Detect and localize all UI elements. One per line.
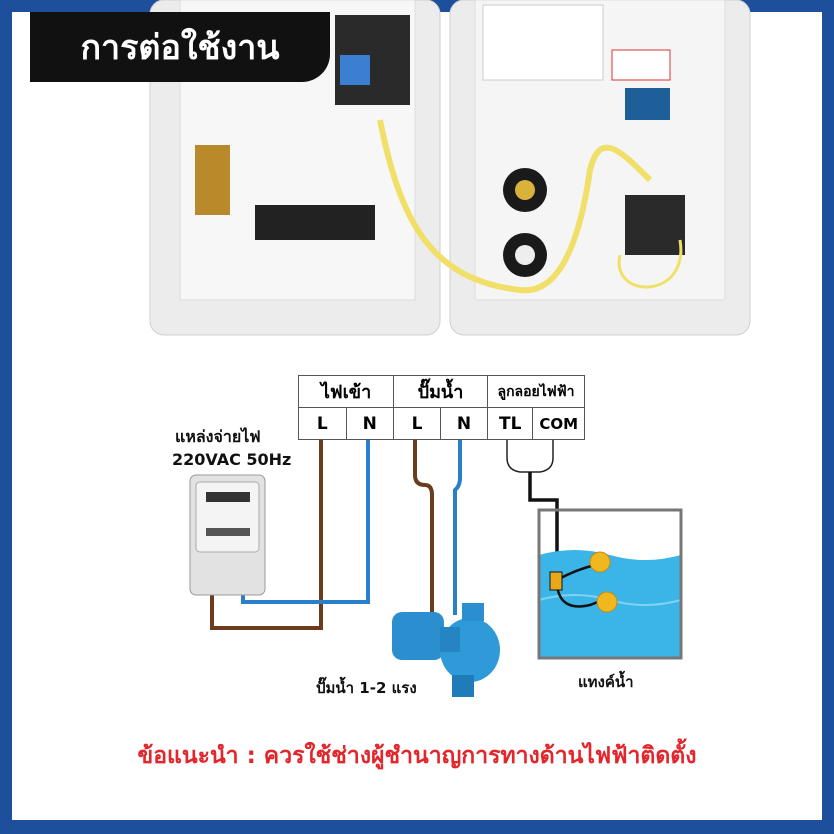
float-ball-upper [589, 551, 611, 573]
terminal-tl: TL [486, 407, 534, 440]
tank-label: แทงค์น้ำ [578, 673, 634, 691]
power-source-spec: 220VAC 50Hz [172, 450, 292, 469]
terminal-com: COM [532, 407, 585, 440]
advice-text: ข้อแนะนำ : ควรใช้ช่างผู้ชำนาญการทางด้านไ… [137, 743, 697, 769]
terminal-l-pump: L [393, 407, 441, 440]
pump-label: ปั๊มน้ำ 1-2 แรง [316, 679, 417, 697]
float-switch-weight [549, 571, 563, 591]
water-pump [392, 603, 500, 697]
float-wire-com [530, 440, 554, 473]
source-neutral-wire [241, 440, 370, 604]
terminal-n-in: N [345, 407, 394, 440]
pump-live-wire [413, 440, 434, 615]
electric-meter [189, 474, 266, 596]
power-source-label: แหล่งจ่ายไฟ [175, 427, 261, 446]
water-tank [537, 508, 683, 660]
float-ball-lower [596, 591, 618, 613]
group-pump: ปั๊มน้ำ [393, 375, 488, 408]
title-badge: การต่อใช้งาน [30, 12, 330, 82]
pump-neutral-wire [453, 440, 462, 615]
float-wire-tl [506, 440, 530, 473]
source-live-wire [210, 440, 323, 630]
float-cable [528, 472, 559, 575]
control-box-photo [149, 0, 751, 336]
terminal-table: ไฟเข้า ปั๊มน้ำ ลูกลอยไฟฟ้า L N L N TL CO… [298, 375, 585, 440]
terminal-l-in: L [298, 407, 347, 440]
terminal-n-pump: N [440, 407, 488, 440]
group-power-in: ไฟเข้า [298, 375, 394, 408]
group-float-switch: ลูกลอยไฟฟ้า [487, 375, 585, 408]
